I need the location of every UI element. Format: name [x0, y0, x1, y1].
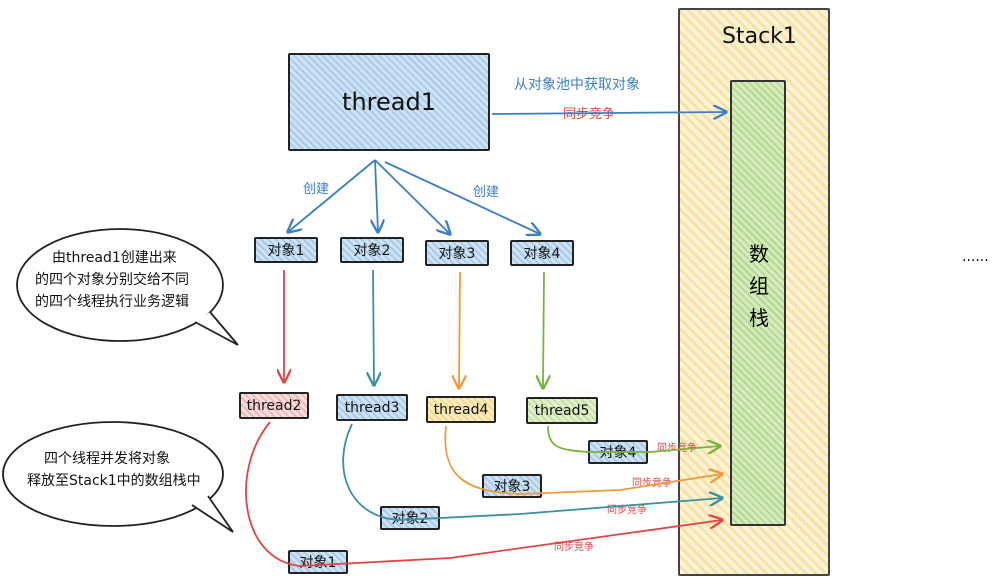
arrow-object4-thread5	[543, 271, 544, 388]
release-curve-thread4	[444, 425, 722, 495]
thread4-box: thread4	[426, 396, 496, 423]
release-object-1-label: 对象1	[299, 555, 337, 571]
array-stack	[730, 80, 786, 526]
object-label-1: 对象1	[267, 243, 305, 259]
contention-label-1: 同步竞争	[554, 542, 594, 553]
bubble-bottom-line-2: 释放至Stack1中的数组栈中	[27, 473, 201, 489]
release-object-4-label: 对象4	[599, 445, 637, 461]
thread5-label: thread5	[534, 402, 590, 419]
thread1-box: thread1	[288, 53, 490, 151]
bubble-top-line-3: 的四个线程执行业务逻辑	[35, 294, 189, 310]
object-box-3: 对象3	[425, 240, 489, 266]
arrow-object3-thread4	[459, 271, 460, 388]
arrow-create-1	[288, 159, 376, 232]
arrow-thread1-to-stack	[491, 112, 726, 114]
speech-bubble-bottom	[2, 421, 234, 533]
object-box-1: 对象1	[254, 237, 318, 263]
object-label-4: 对象4	[523, 246, 561, 262]
release-curve-thread5	[547, 425, 720, 452]
get-from-pool-label: 从对象池中获取对象	[514, 77, 640, 93]
array-stack-label-2: 组	[749, 274, 769, 298]
release-object-2: 对象2	[380, 506, 440, 530]
thread5-box: thread5	[526, 397, 598, 424]
create-label-right: 创建	[473, 185, 500, 200]
thread3-box: thread3	[336, 394, 408, 421]
release-curve-thread2	[245, 421, 722, 567]
bubble-bottom-line-1: 四个线程并发将对象	[44, 451, 170, 467]
bubble-top-line-2: 的四个对象分别交给不同	[35, 272, 189, 288]
create-label-left: 创建	[303, 182, 330, 197]
thread4-label: thread4	[433, 401, 489, 418]
bubble-top-line-1: 由thread1创建出来	[52, 250, 177, 266]
arrow-create-2	[375, 159, 378, 232]
stack1-title: Stack1	[722, 24, 797, 49]
thread2-box: thread2	[239, 392, 309, 419]
object-box-2: 对象2	[340, 237, 404, 263]
object-label-2: 对象2	[353, 243, 391, 259]
contention-label-2: 同步竞争	[607, 505, 647, 516]
arrow-object2-thread3	[373, 269, 374, 385]
array-stack-label-1: 数	[749, 242, 769, 266]
object-box-4: 对象4	[510, 240, 574, 266]
thread1-label: thread1	[342, 88, 436, 116]
release-object-1: 对象1	[288, 550, 348, 574]
array-stack-label-3: 栈	[749, 306, 769, 330]
thread2-label: thread2	[246, 397, 302, 414]
thread3-label: thread3	[344, 399, 400, 416]
release-curve-thread3	[342, 423, 722, 521]
top-contention-label: 同步竞争	[563, 107, 616, 122]
object-label-3: 对象3	[438, 246, 476, 262]
release-object-3-label: 对象3	[493, 479, 531, 495]
ellipsis: ......	[962, 249, 989, 265]
contention-label-4: 同步竞争	[657, 443, 697, 454]
arrow-create-4	[384, 161, 540, 234]
speech-bubble-top	[16, 228, 239, 346]
contention-label-3: 同步竞争	[632, 478, 672, 489]
arrow-create-3	[374, 159, 450, 234]
